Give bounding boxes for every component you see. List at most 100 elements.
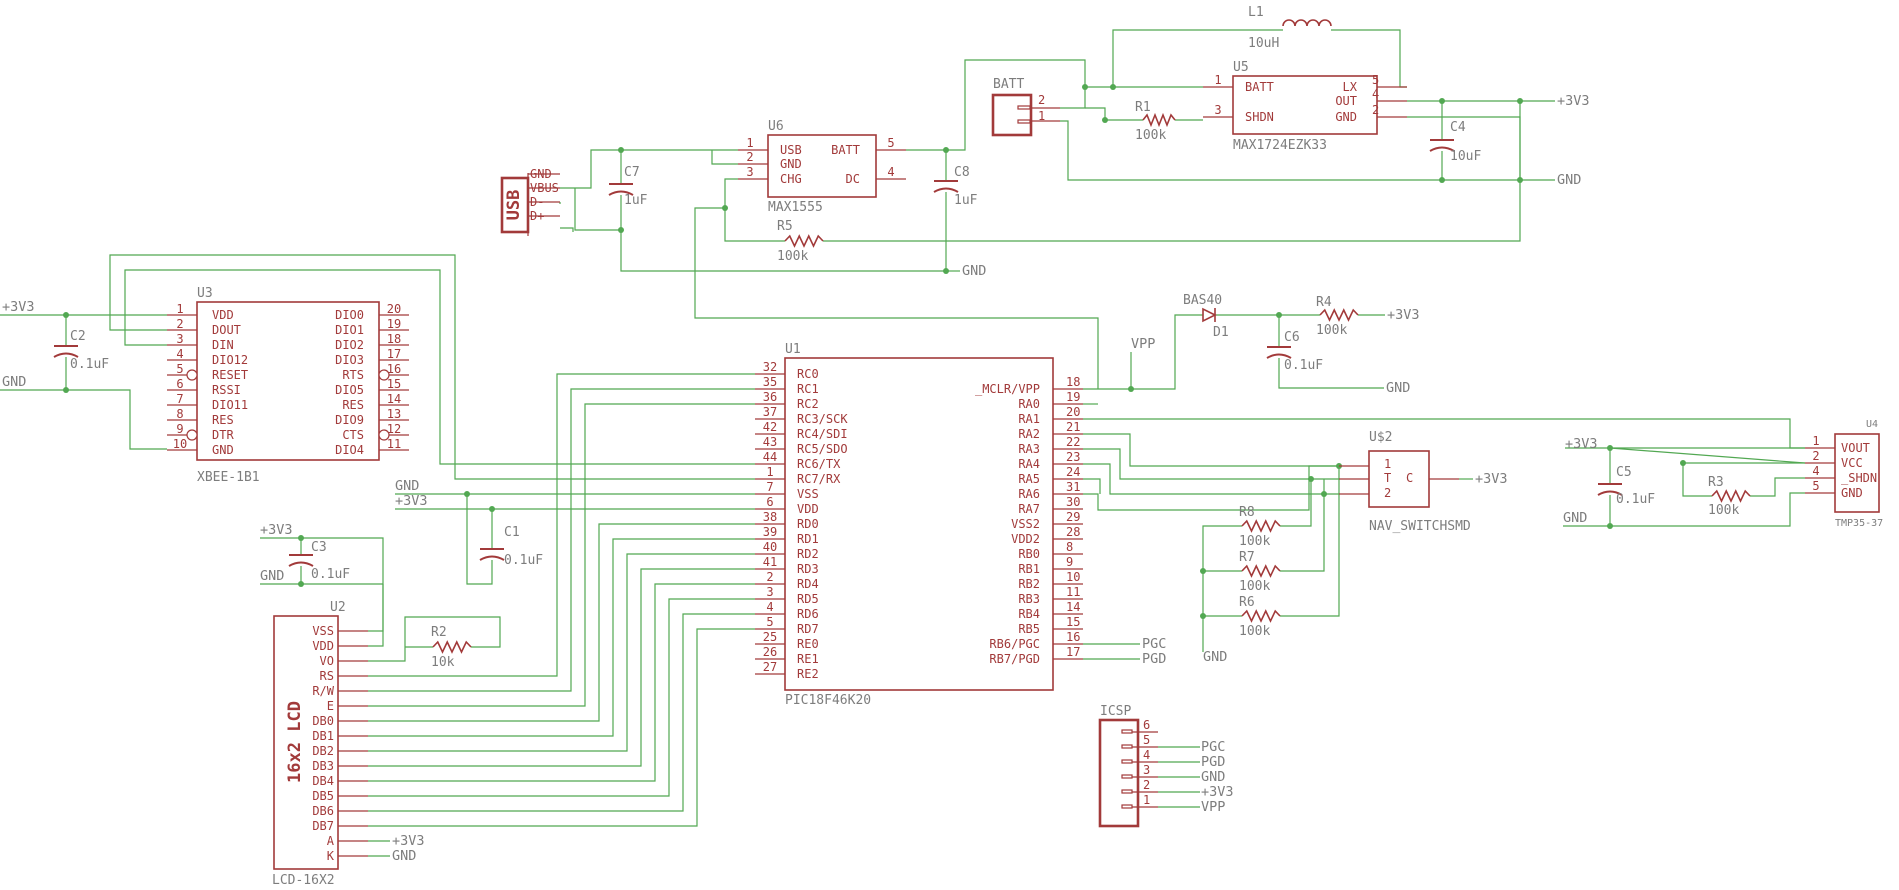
- u1-pin-number: 14: [1066, 600, 1080, 614]
- u3-pin-number: 5: [176, 362, 183, 376]
- u5-pin-number: 1: [1214, 73, 1221, 87]
- u3-pin-name: RTS: [342, 368, 364, 382]
- u1-pin-name: VDD: [797, 502, 819, 516]
- u1-pin-name: RD5: [797, 592, 819, 606]
- r8-value: 100k: [1239, 534, 1270, 549]
- u5-ref: U5: [1233, 60, 1249, 75]
- u4-pin-number: 1: [1812, 434, 1819, 448]
- u1-pin-number: 20: [1066, 405, 1080, 419]
- wire: [368, 584, 384, 632]
- wire: [560, 227, 574, 232]
- components: [53, 19, 1880, 870]
- u1-pin-name: RC1: [797, 382, 819, 396]
- wire: [124, 269, 755, 465]
- u5-pin-name: BATT: [1245, 80, 1274, 94]
- u3-pin-name: DTR: [212, 428, 234, 442]
- u6-pin-number: 4: [887, 165, 894, 179]
- r3-value: 100k: [1708, 503, 1739, 518]
- u1-pin-number: 31: [1066, 480, 1080, 494]
- wires: [0, 29, 1806, 857]
- r1-resistor: [1142, 112, 1176, 128]
- u5-value: MAX1724EZK33: [1233, 138, 1327, 153]
- u3-pin-number: 6: [176, 377, 183, 391]
- u3-pin-name: RES: [212, 413, 234, 427]
- net-label-pgd: PGD: [1142, 651, 1166, 667]
- wire: [368, 523, 755, 722]
- wire: [906, 149, 947, 181]
- net-label-v33: +3V3: [1387, 307, 1420, 323]
- d1-value: BAS40: [1183, 293, 1222, 308]
- u3-pin-number: 17: [387, 347, 401, 361]
- c7-value: 1uF: [624, 193, 648, 208]
- wire: [620, 195, 946, 272]
- u1-pin-number: 27: [763, 660, 777, 674]
- usb-pin-name: D-: [530, 195, 544, 209]
- u3-pin-number: 8: [176, 407, 183, 421]
- u3-pin-number: 12: [387, 422, 401, 436]
- c1-value: 0.1uF: [504, 553, 543, 568]
- u3-pin-number: 18: [387, 332, 401, 346]
- us2-pin-name: C: [1406, 471, 1413, 485]
- u3-pin-name: DIO1: [335, 323, 364, 337]
- u1-pin-number: 6: [766, 495, 773, 509]
- c6-value: 0.1uF: [1284, 358, 1323, 373]
- l1-value: 10uH: [1248, 36, 1279, 51]
- u3-pin-number: 3: [176, 332, 183, 346]
- net-label-v33: +3V3: [260, 522, 293, 538]
- u1-pin-name: RB0: [1018, 547, 1040, 561]
- u1-pin-number: 26: [763, 645, 777, 659]
- wire: [1083, 418, 1805, 449]
- icsp-body: [1098, 718, 1140, 828]
- u6-value: MAX1555: [768, 200, 823, 215]
- net-label-gnd: GND: [962, 263, 986, 279]
- u3-pin-number: 20: [387, 302, 401, 316]
- net-label-gnd: GND: [392, 848, 416, 864]
- u1-pin-number: 29: [1066, 510, 1080, 524]
- u6-pin-number: 2: [746, 150, 753, 164]
- r8-ref: R8: [1239, 505, 1255, 520]
- c5-capacitor-curve: [1597, 490, 1623, 496]
- usb-pin-name: D+: [530, 209, 544, 223]
- wire: [368, 538, 755, 737]
- icsp-pin-number: 5: [1143, 733, 1150, 747]
- u2-pin-name: K: [327, 849, 335, 863]
- net-label-v33: +3V3: [1565, 436, 1598, 452]
- us2-body: [1368, 450, 1430, 508]
- u1-pin-name: RE0: [797, 637, 819, 651]
- wire: [368, 616, 501, 662]
- c2-capacitor-curve: [53, 352, 79, 358]
- u2-value: LCD-16X2: [272, 873, 335, 888]
- u2-pin-name: DB2: [312, 744, 334, 758]
- d1-diode: [1202, 307, 1217, 323]
- u5-pin-number: 2: [1372, 103, 1379, 117]
- icsp-net-label: PGD: [1201, 754, 1225, 770]
- u1-pin-name: RA7: [1018, 502, 1040, 516]
- u1-pin-name: RB4: [1018, 607, 1040, 621]
- u3-pin-number: 13: [387, 407, 401, 421]
- u4-body: [1834, 433, 1880, 513]
- u4-pin-name: GND: [1841, 486, 1863, 500]
- c3-ref: C3: [311, 540, 327, 555]
- batt-contact: [1017, 105, 1031, 110]
- icsp-contact: [1121, 789, 1133, 794]
- u1-pin-name: RB1: [1018, 562, 1040, 576]
- u3-pin-name: DIO4: [335, 443, 364, 457]
- wire: [368, 373, 755, 677]
- wire: [1131, 314, 1203, 390]
- net-label-v33: +3V3: [392, 833, 425, 849]
- wire: [1280, 479, 1325, 572]
- wire: [1331, 29, 1407, 88]
- c1-ref: C1: [504, 525, 520, 540]
- junction-dot: [1321, 491, 1327, 497]
- wire: [1280, 479, 1312, 527]
- u1-pin-number: 35: [763, 375, 777, 389]
- icsp-net-label: GND: [1201, 769, 1225, 785]
- us2-ref: U$2: [1369, 430, 1392, 445]
- r2-value: 10k: [431, 655, 455, 670]
- us2-pin-name: 2: [1384, 486, 1391, 500]
- c3-capacitor-curve: [288, 561, 314, 567]
- c7-ref: C7: [624, 165, 640, 180]
- icsp-pin-number: 2: [1143, 778, 1150, 792]
- u3-value: XBEE-1B1: [197, 470, 260, 485]
- wire: [1278, 358, 1384, 389]
